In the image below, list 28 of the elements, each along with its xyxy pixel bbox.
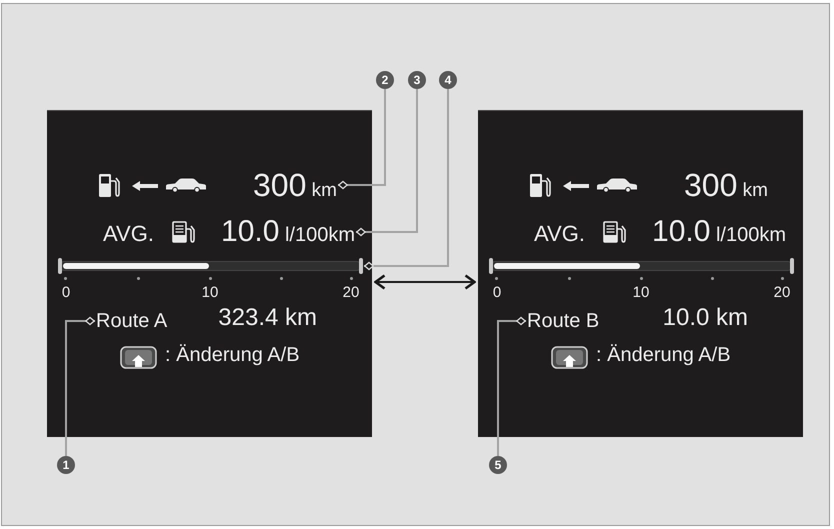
route-label: Route B: [527, 311, 600, 331]
range-reading: 300 km: [253, 169, 337, 201]
display-screen: [47, 110, 372, 437]
scale-label: 10: [632, 285, 650, 300]
change-hint: : Änderung A/B: [165, 345, 300, 365]
scale-label: 0: [62, 285, 70, 300]
avg-label: AVG.: [103, 223, 154, 245]
scale-label: 20: [342, 285, 360, 300]
leader-line: [356, 89, 418, 236]
trip-distance: 323.4 km: [218, 306, 317, 330]
progress-bar: [58, 258, 363, 274]
scale-label: 10: [202, 285, 218, 300]
consumption-reading: 10.0 l/100km: [221, 217, 355, 247]
avg-label: AVG.: [534, 223, 585, 245]
display-screen: [478, 110, 803, 437]
leader-line: [497, 316, 526, 456]
change-hint: : Änderung A/B: [596, 345, 731, 365]
trip-distance: 10.0 km: [662, 306, 748, 330]
consumption-reading: 10.0 l/100km: [652, 217, 786, 247]
leader-line: [65, 316, 95, 456]
scale-label: 0: [492, 285, 502, 300]
progress-bar: [489, 258, 794, 274]
leader-line: [364, 89, 449, 270]
double-arrow: [374, 274, 476, 290]
route-label: Route A: [96, 311, 168, 331]
leader-line: [338, 89, 386, 190]
scale-label: 20: [774, 285, 790, 300]
range-reading: 300 km: [684, 169, 768, 201]
